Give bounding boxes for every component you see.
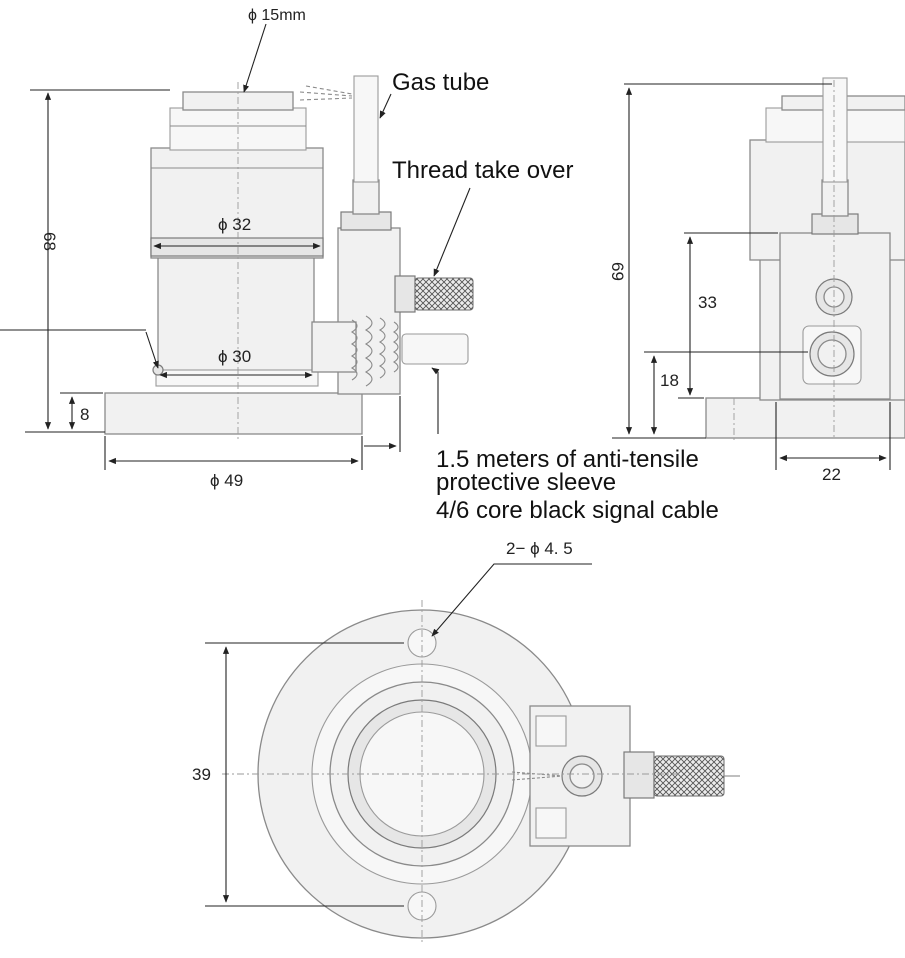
front-knurled-thread	[414, 277, 474, 311]
top-view	[222, 600, 740, 945]
dim-holes: 2− ϕ 4. 5	[506, 539, 573, 558]
front-thread-nut	[394, 275, 416, 313]
front-air-jet	[299, 85, 353, 101]
dim-tip-diameter: ϕ 15mm	[248, 7, 306, 24]
dim-diameter-32: ϕ 32	[218, 215, 251, 234]
side-gas-tube	[822, 77, 848, 183]
front-view	[104, 75, 474, 440]
dim-spacing-39: 39	[192, 765, 211, 784]
front-spring-sleeve	[350, 315, 399, 387]
front-dimensions: ϕ 15mm 68 8 ϕ 32 ϕ 30 ϕ 49	[0, 7, 401, 490]
dim-height-8: 8	[80, 405, 89, 424]
leader-holes	[431, 563, 592, 637]
dim-width-22: 22	[822, 465, 841, 484]
dim-height-33: 33	[698, 293, 717, 312]
front-signal-cable	[401, 333, 469, 365]
front-gas-hex-nut	[340, 211, 392, 231]
side-dimensions: 69 33 18 22	[608, 83, 891, 484]
top-hex-fitting	[623, 751, 655, 799]
side-view	[705, 77, 905, 440]
label-cable: 4/6 core black signal cable	[436, 497, 719, 524]
front-labels: Gas tube Thread take over 1.5 meters of …	[379, 69, 719, 524]
side-base-flange	[705, 397, 905, 439]
leader-cable	[431, 367, 440, 434]
label-gas-tube: Gas tube	[392, 69, 489, 96]
front-gas-tube	[353, 75, 379, 183]
dim-diameter-49: ϕ 49	[210, 471, 243, 490]
front-cylinder-band	[150, 237, 324, 257]
front-lower-collar	[155, 369, 319, 387]
front-base-flange	[104, 392, 363, 435]
dim-diameter-30: ϕ 30	[218, 347, 251, 366]
side-gas-fitting	[821, 179, 849, 217]
top-knurled-thread	[653, 755, 725, 797]
label-thread-take-over: Thread take over	[392, 157, 573, 184]
dim-height-18: 18	[660, 371, 679, 390]
top-dimensions: 2− ϕ 4. 5 39	[192, 539, 592, 907]
dim-height-69: 69	[608, 262, 627, 281]
dim-height-68: 68	[40, 232, 59, 251]
front-gas-fitting	[352, 179, 380, 215]
label-sleeve-line2: protective sleeve	[436, 469, 616, 496]
side-gas-hex-nut	[811, 213, 859, 235]
label-sleeve-line1: 1.5 meters of anti-tensile	[436, 446, 699, 473]
front-cable-boss	[311, 321, 357, 373]
front-lower-body	[157, 255, 315, 381]
